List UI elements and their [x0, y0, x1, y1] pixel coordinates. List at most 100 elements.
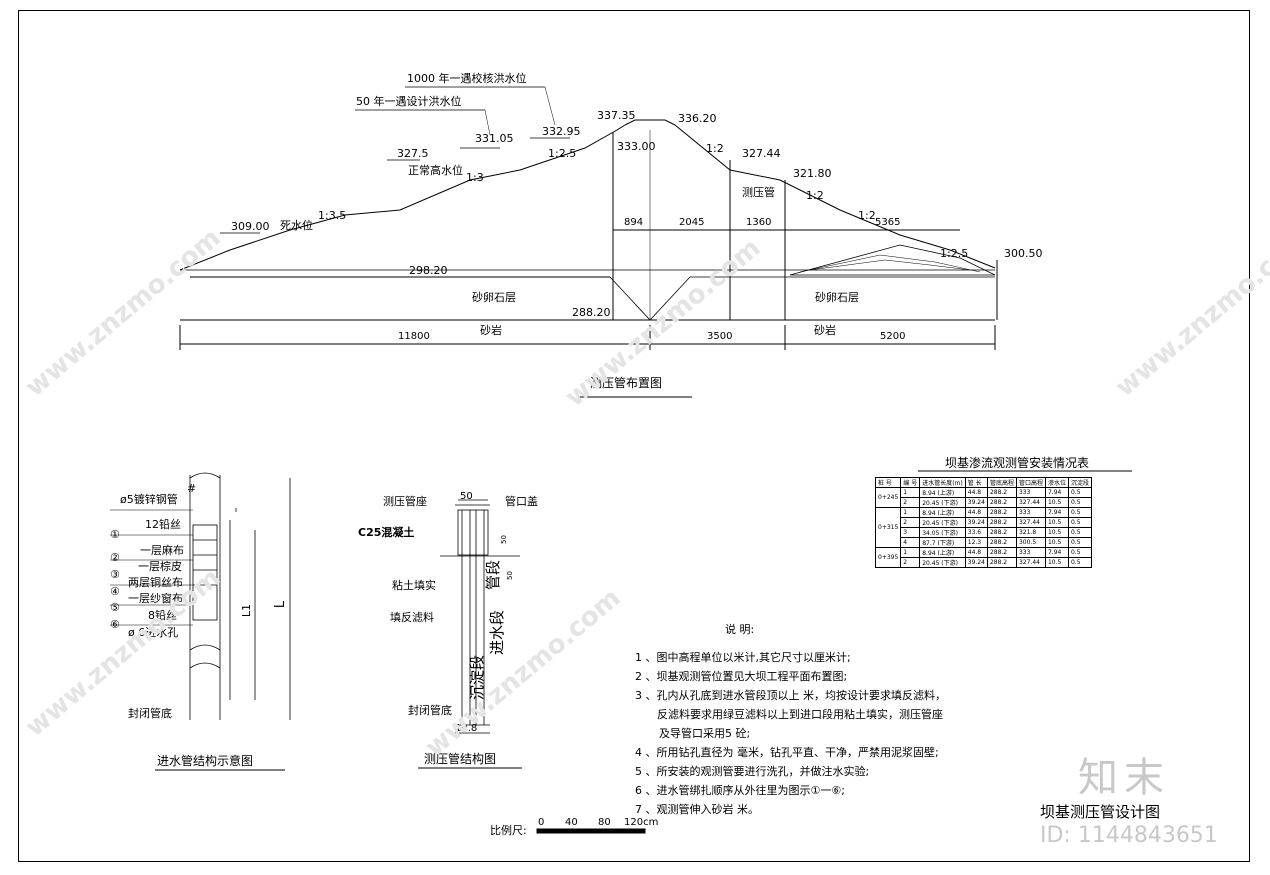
piezometer-label: 测压管: [742, 186, 775, 199]
note-item: 1 、图中高程单位以米计,其它尺寸以厘米计;: [635, 651, 851, 664]
slope-label: 1:2.5: [548, 147, 577, 160]
elev-label: 298.20: [409, 264, 448, 277]
section-title: 测压管布置图: [590, 376, 663, 390]
table-title: 坝基渗流观测管安装情况表: [945, 456, 1090, 470]
slope-label: 1:3: [466, 171, 484, 184]
note-item: 6 、进水管绑扎顺序从外往里为图示①一⑥;: [635, 784, 845, 797]
table-header: 管底高程: [986, 477, 1017, 488]
watermark-id: ID: 1144843651: [1040, 823, 1218, 848]
slope-label: 1:2: [706, 142, 724, 155]
elev-label: 331.05: [475, 132, 514, 145]
elev-label: 337.35: [597, 109, 636, 122]
note-item: 3 、孔内从孔底到进水管段顶以上 米，均按设计要求填反滤料，: [635, 689, 946, 702]
dim-top: 894: [624, 217, 644, 228]
elev-label: 309.00: [231, 220, 270, 233]
piezo-dim: 10.8: [455, 723, 478, 734]
slope-label: 1:2: [858, 209, 876, 222]
layer-label: 砂卵石层: [472, 291, 516, 304]
table-header: 渗水位: [1044, 477, 1069, 488]
piezo-dim: 50: [499, 535, 508, 544]
elev-label: 333.00: [617, 140, 656, 153]
piezo-dim: 50: [505, 571, 514, 580]
normal-level-label: 正常高水位: [408, 164, 463, 177]
elev-label: 332.95: [542, 125, 581, 138]
dim-top: 2045: [679, 217, 705, 228]
note-item: 4 、所用钻孔直径为 毫米，钻孔平直、干净，严禁用泥浆固壁;: [635, 746, 939, 759]
circled-number: ⑥: [110, 618, 120, 631]
scale-tick: 120cm: [624, 817, 659, 828]
check-flood-label: 1000 年一遇校核洪水位: [407, 72, 527, 85]
design-flood-label: 50 年一遇设计洪水位: [356, 95, 462, 108]
table-header: 进水管长度(m): [919, 477, 966, 488]
drawing-title: 坝基测压管设计图: [1040, 803, 1161, 821]
elev-label: 321.80: [793, 167, 832, 180]
table-header: 编 号: [900, 477, 921, 488]
circled-number: ③: [110, 568, 120, 581]
note-item: 7 、观测管伸入砂岩 米。: [635, 803, 759, 816]
table-header: 桩 号: [874, 477, 902, 488]
inlet-label: 一层纱窗布: [128, 592, 183, 605]
notes-list: 1 、图中高程单位以米计,其它尺寸以厘米计; 2 、坝基观测管位置见大坝工程平面…: [635, 648, 946, 819]
installation-table: 桩 号 编 号 进水管长度(m) 管 长 管底高程 管口高程 渗水位 沉淀段 0…: [874, 477, 1093, 568]
piezo-label: 粘土填实: [392, 579, 436, 592]
scale-tick: 80: [598, 817, 611, 828]
notes-title: 说 明:: [725, 623, 755, 636]
elev-label: 327.5: [397, 147, 429, 160]
dim-top: 1360: [746, 217, 772, 228]
note-item: 2 、坝基观测管位置见大坝工程平面布置图;: [635, 670, 848, 683]
inlet-label: 两层铜丝布: [128, 576, 183, 589]
piezo-title: 测压管结构图: [424, 752, 497, 766]
layer-label: 砂岩: [480, 324, 502, 337]
layer-label: 砂岩: [814, 324, 836, 337]
slope-label: 1:3.5: [318, 209, 347, 222]
dim-bottom: 5200: [880, 331, 906, 342]
inlet-label: 12铅丝: [145, 518, 181, 531]
piezo-label: 填反滤料: [390, 611, 434, 624]
piezometer-drawing: [440, 499, 520, 734]
inlet-label: 封闭管底: [128, 707, 172, 720]
dim-top: 5365: [875, 217, 901, 228]
elev-label: 327.44: [742, 147, 781, 160]
piezo-label: 测压管座: [383, 495, 427, 508]
scale-tick: 0: [538, 817, 545, 828]
table-header: 管口高程: [1015, 477, 1046, 488]
layer-label: 砂卵石层: [815, 291, 859, 304]
piezo-label: 封闭管底: [408, 704, 452, 717]
piezo-label: C25混凝土: [358, 526, 415, 539]
drawing-frame: [18, 10, 1250, 862]
dim-bottom: 11800: [398, 331, 430, 342]
slope-label: 1:2: [806, 189, 824, 202]
circled-number: ②: [110, 551, 120, 564]
upstream-slope: [179, 124, 626, 271]
piezo-label: 管口盖: [505, 495, 538, 508]
elev-label: 288.20: [572, 306, 611, 319]
elev-label: 300.50: [1004, 247, 1043, 260]
inlet-label: 一层麻布: [140, 544, 184, 557]
scale-bar: [536, 828, 646, 834]
piezo-label: 管段: [484, 559, 502, 590]
scale-tick: 40: [565, 817, 578, 828]
note-item: 反滤料要求用绿豆滤料以上到进口段用粘土填实，测压管座: [657, 708, 943, 721]
note-item: 5 、所安装的观测管要进行洗孔，并做注水实验;: [635, 765, 870, 778]
inlet-label: 8铅丝: [148, 609, 177, 622]
inlet-label: ø 6进水孔: [128, 626, 179, 639]
inlet-label: #: [187, 482, 197, 495]
table-header-row: 桩 号 编 号 进水管长度(m) 管 长 管底高程 管口高程 渗水位 沉淀段: [874, 477, 1093, 488]
inlet-label: 一层棕皮: [138, 560, 182, 573]
dim-l1: L1: [240, 603, 254, 618]
inlet-label: ø5镀锌钢管: [120, 493, 178, 506]
dead-level-label: 死水位: [280, 219, 313, 232]
scale-label: 比例尺:: [490, 824, 527, 837]
circled-number: ④: [110, 585, 120, 598]
inlet-title: 进水管结构示意图: [157, 754, 254, 768]
circled-number: ①: [110, 528, 120, 541]
